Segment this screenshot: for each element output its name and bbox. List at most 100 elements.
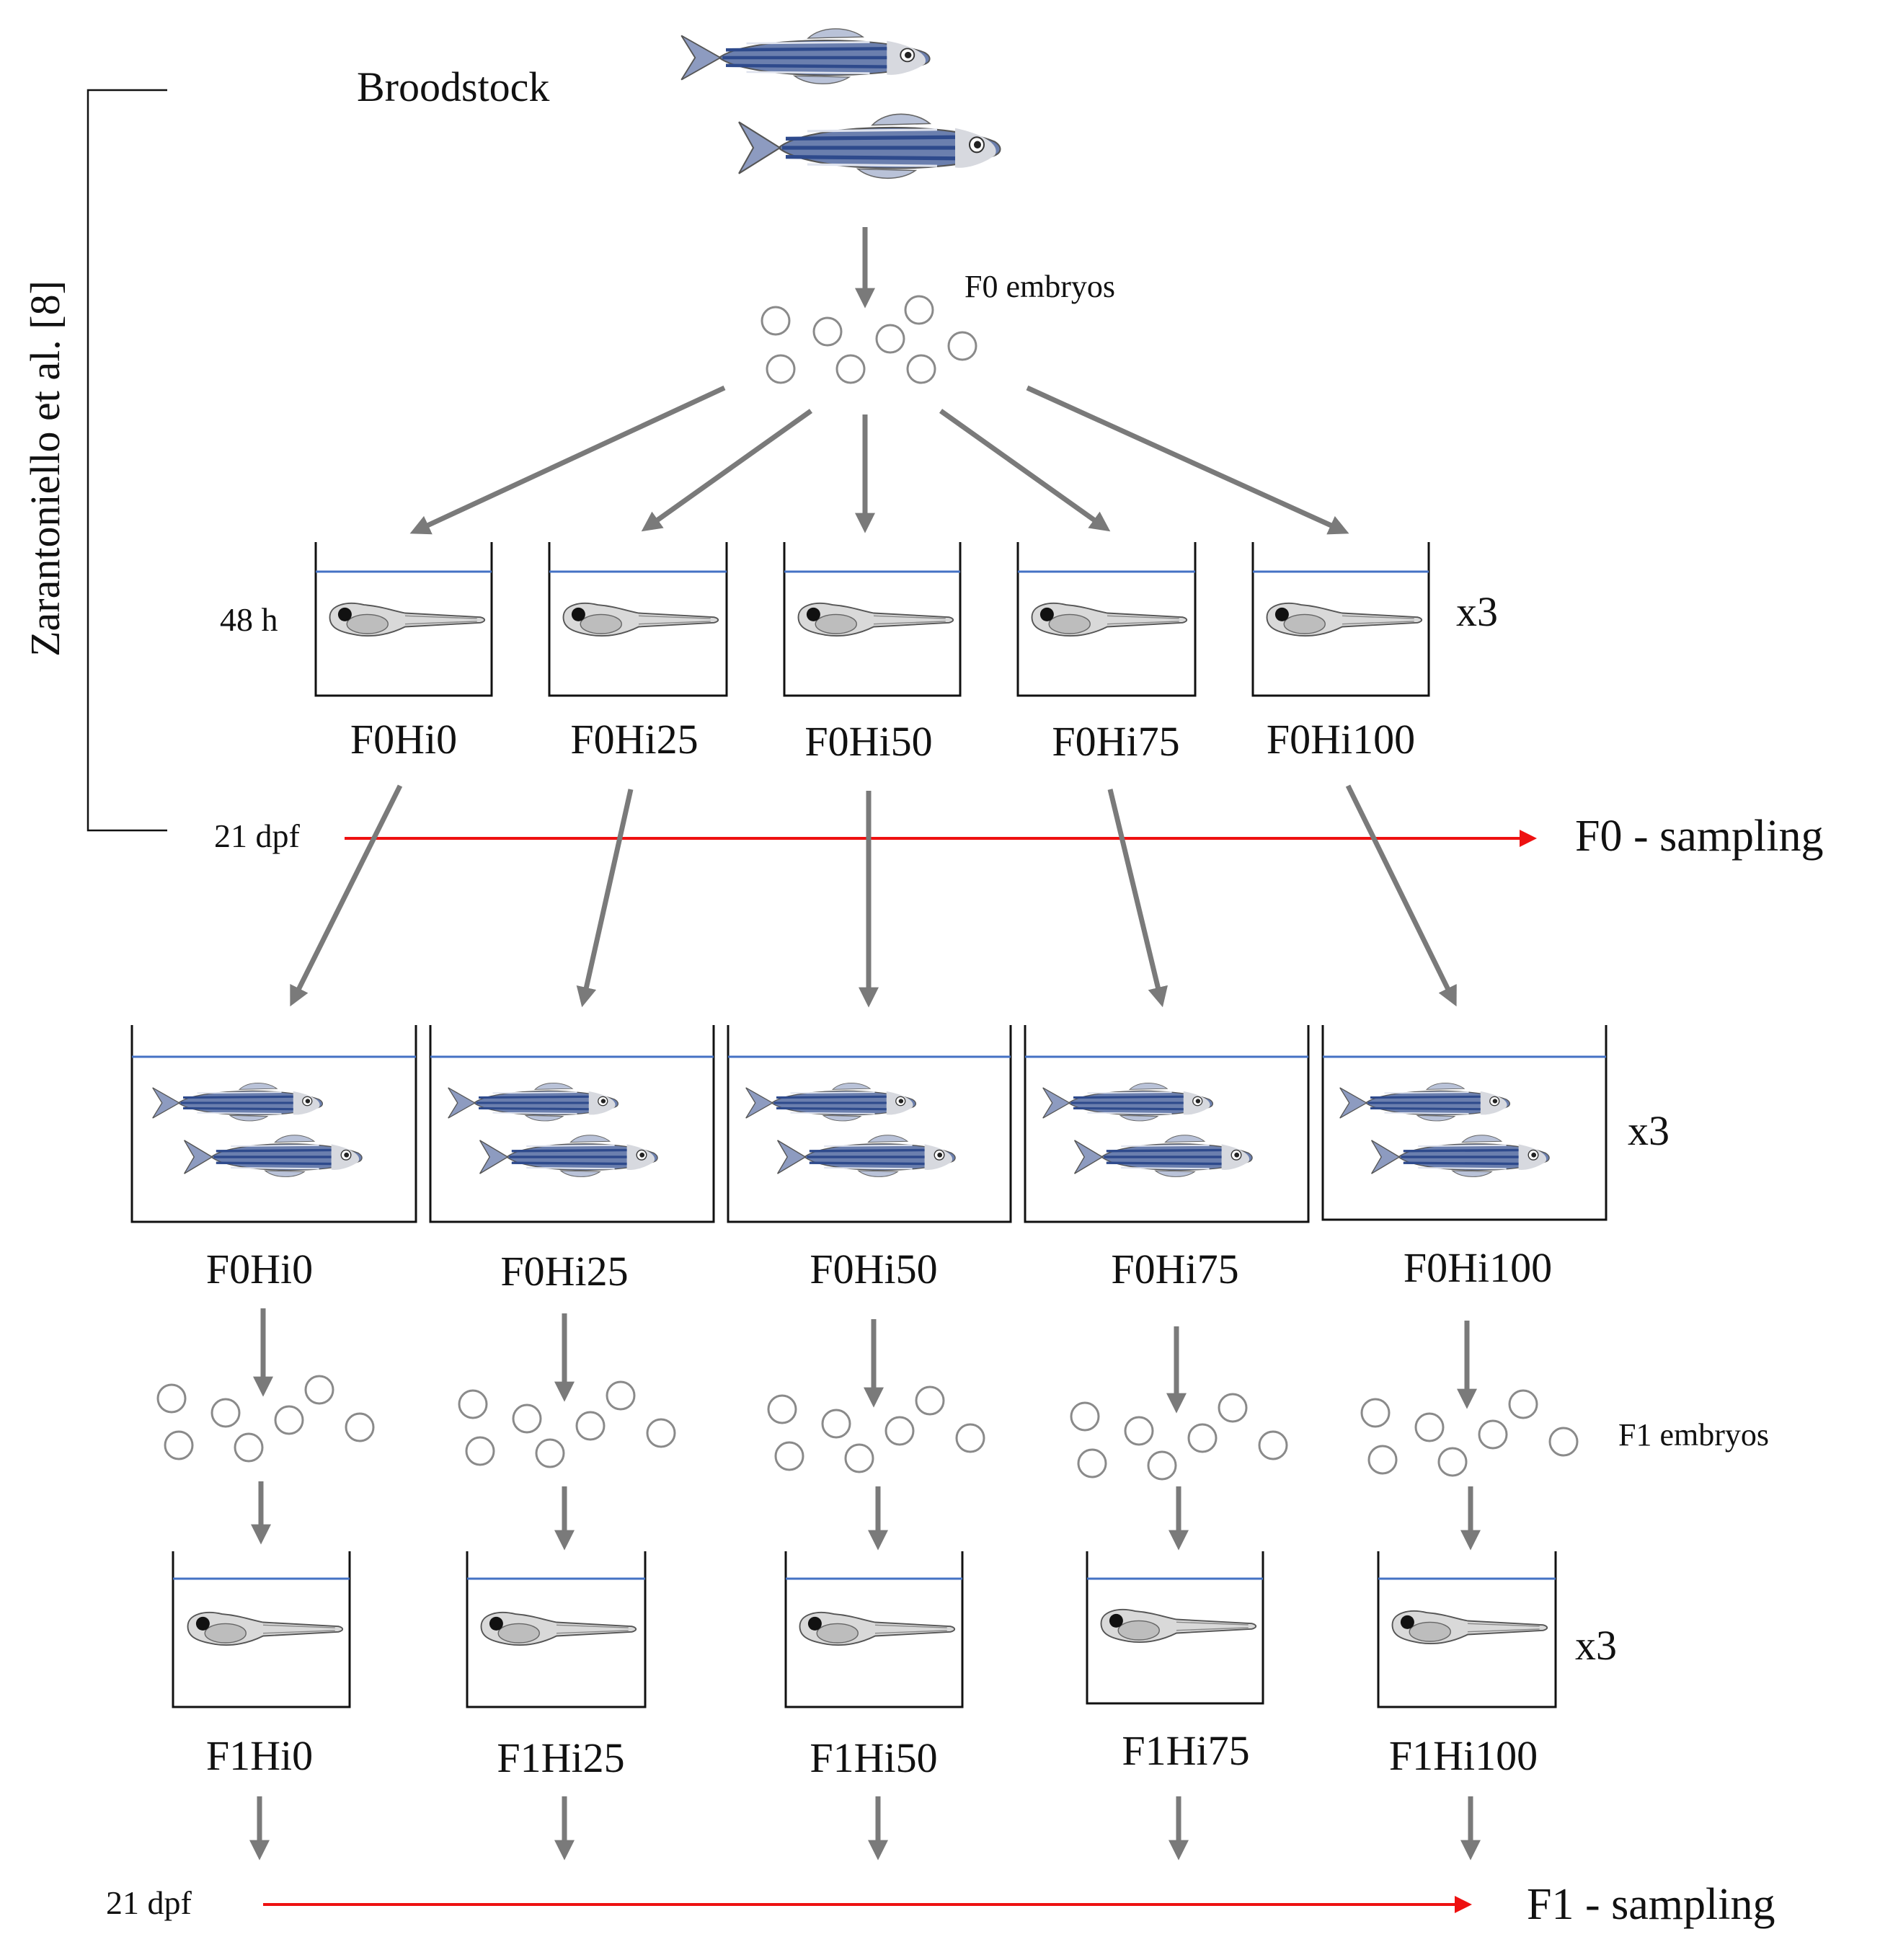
embryo-icon <box>904 295 934 325</box>
embryo-icon <box>210 1398 241 1428</box>
f1-larva-tank <box>784 1551 964 1708</box>
embryo-icon <box>535 1438 565 1468</box>
embryo-icon <box>767 1394 797 1424</box>
embryo-icon <box>947 331 977 361</box>
group-label: F0Hi50 <box>810 1246 937 1292</box>
embryo-icon <box>1258 1430 1288 1460</box>
group-label: F0Hi100 <box>1267 716 1415 763</box>
embryo-icon <box>1414 1412 1445 1442</box>
larva-icon <box>1031 603 1188 637</box>
embryo-icon <box>1508 1389 1538 1419</box>
f0-adult-tank <box>1024 1025 1310 1223</box>
embryo-icon <box>884 1416 915 1446</box>
embryo-icon <box>1218 1393 1248 1423</box>
f0-adult-group-labels: F0Hi0 F0Hi25 F0Hi50 F0Hi75 F0Hi100 <box>206 1244 1552 1295</box>
f1-larva-tank <box>466 1551 647 1708</box>
zebrafish-icon <box>151 1081 324 1122</box>
embryo-icon <box>1124 1416 1154 1446</box>
group-label: F0Hi50 <box>804 718 932 765</box>
larva-icon <box>480 1612 637 1646</box>
arrow <box>290 784 403 1007</box>
f0-larva-tank <box>783 542 962 697</box>
f0-larva-tank <box>1251 542 1430 697</box>
embryo-icon <box>1077 1448 1107 1478</box>
embryo-icon <box>458 1389 488 1419</box>
embryo-icon <box>844 1443 874 1473</box>
embryo-icon <box>774 1441 804 1471</box>
larva-icon <box>1266 603 1423 637</box>
group-label: F1Hi100 <box>1389 1732 1538 1779</box>
larva-icon <box>1100 1609 1257 1644</box>
f1-embryos-cluster <box>1070 1393 1288 1481</box>
larva-icon <box>562 603 719 637</box>
zebrafish-icon <box>1370 1134 1551 1179</box>
embryo-icon <box>606 1380 636 1411</box>
embryo-icon <box>156 1383 187 1414</box>
arrow <box>641 409 813 532</box>
group-label: F1Hi50 <box>810 1734 937 1781</box>
embryo-icon <box>1478 1419 1508 1450</box>
f1-larva-tank <box>172 1551 351 1708</box>
embryo-icon <box>1360 1398 1391 1428</box>
embryo-icon <box>812 316 843 347</box>
larva-icon <box>1391 1610 1548 1645</box>
zebrafish-icon <box>1042 1081 1215 1122</box>
larva-icon <box>799 1612 956 1646</box>
dpf-21-label: 21 dpf <box>106 1884 192 1921</box>
embryo-icon <box>512 1404 542 1434</box>
embryo-icon <box>1548 1427 1579 1457</box>
larva-icon <box>329 603 486 637</box>
embryo-icon <box>1070 1401 1100 1432</box>
zebrafish-icon <box>182 1134 363 1179</box>
embryo-icon <box>164 1430 194 1460</box>
embryo-icon <box>1437 1447 1468 1477</box>
broodstock-fish-icon <box>681 29 929 84</box>
f0-adult-tank <box>429 1025 715 1223</box>
f0-larva-tank <box>548 542 728 697</box>
replicates-label: x3 <box>1575 1622 1617 1669</box>
embryo-icon <box>906 354 936 384</box>
arrow <box>576 789 634 1008</box>
f1-embryos-cluster <box>1360 1389 1579 1477</box>
reference-label: Zarantoniello et al. [8] <box>22 280 68 657</box>
zebrafish-icon <box>1073 1134 1254 1179</box>
embryo-icon <box>304 1375 334 1405</box>
f1-sampling-label: F1 - sampling <box>1527 1880 1775 1929</box>
embryo-icon <box>835 354 866 384</box>
arrow <box>1026 385 1349 535</box>
embryo-icon <box>234 1432 264 1463</box>
arrow <box>1345 784 1457 1007</box>
embryo-icon <box>345 1412 375 1442</box>
f0-sampling-label: F0 - sampling <box>1575 812 1823 861</box>
embryo-icon <box>821 1409 851 1439</box>
f1-group-labels: F1Hi0 F1Hi25 F1Hi50 F1Hi75 F1Hi100 <box>206 1727 1538 1781</box>
broodstock-fish-icon <box>739 114 1001 178</box>
f0-adult-tank <box>727 1025 1012 1223</box>
group-label: F0Hi25 <box>500 1248 628 1295</box>
f1-larva-tank <box>1086 1551 1264 1705</box>
arrow <box>939 409 1111 532</box>
reference-bracket <box>87 89 167 832</box>
embryo-icon <box>1367 1445 1398 1475</box>
group-label: F0Hi0 <box>206 1246 313 1292</box>
f0-larva-tank <box>1016 542 1197 697</box>
zebrafish-icon <box>745 1081 918 1122</box>
f0-larva-group-labels: F0Hi0 F0Hi25 F0Hi50 F0Hi75 F0Hi100 <box>350 716 1415 765</box>
zebrafish-icon <box>776 1134 957 1179</box>
larva-icon <box>797 603 954 637</box>
embryo-icon <box>465 1436 495 1466</box>
group-label: F1Hi0 <box>206 1732 313 1779</box>
group-label: F0Hi0 <box>350 716 457 763</box>
replicates-label: x3 <box>1456 588 1498 635</box>
time-48h-label: 48 h <box>220 601 278 638</box>
f0-embryos-label: F0 embryos <box>965 269 1115 304</box>
group-label: F0Hi75 <box>1111 1246 1238 1292</box>
embryo-icon <box>875 324 905 354</box>
f0-adult-tank <box>130 1025 417 1223</box>
dpf-21-label: 21 dpf <box>214 817 301 854</box>
embryo-icon <box>575 1411 606 1441</box>
f1-embryos-cluster <box>458 1380 676 1468</box>
embryo-icon <box>915 1385 945 1416</box>
f1-embryos-cluster <box>767 1385 985 1473</box>
